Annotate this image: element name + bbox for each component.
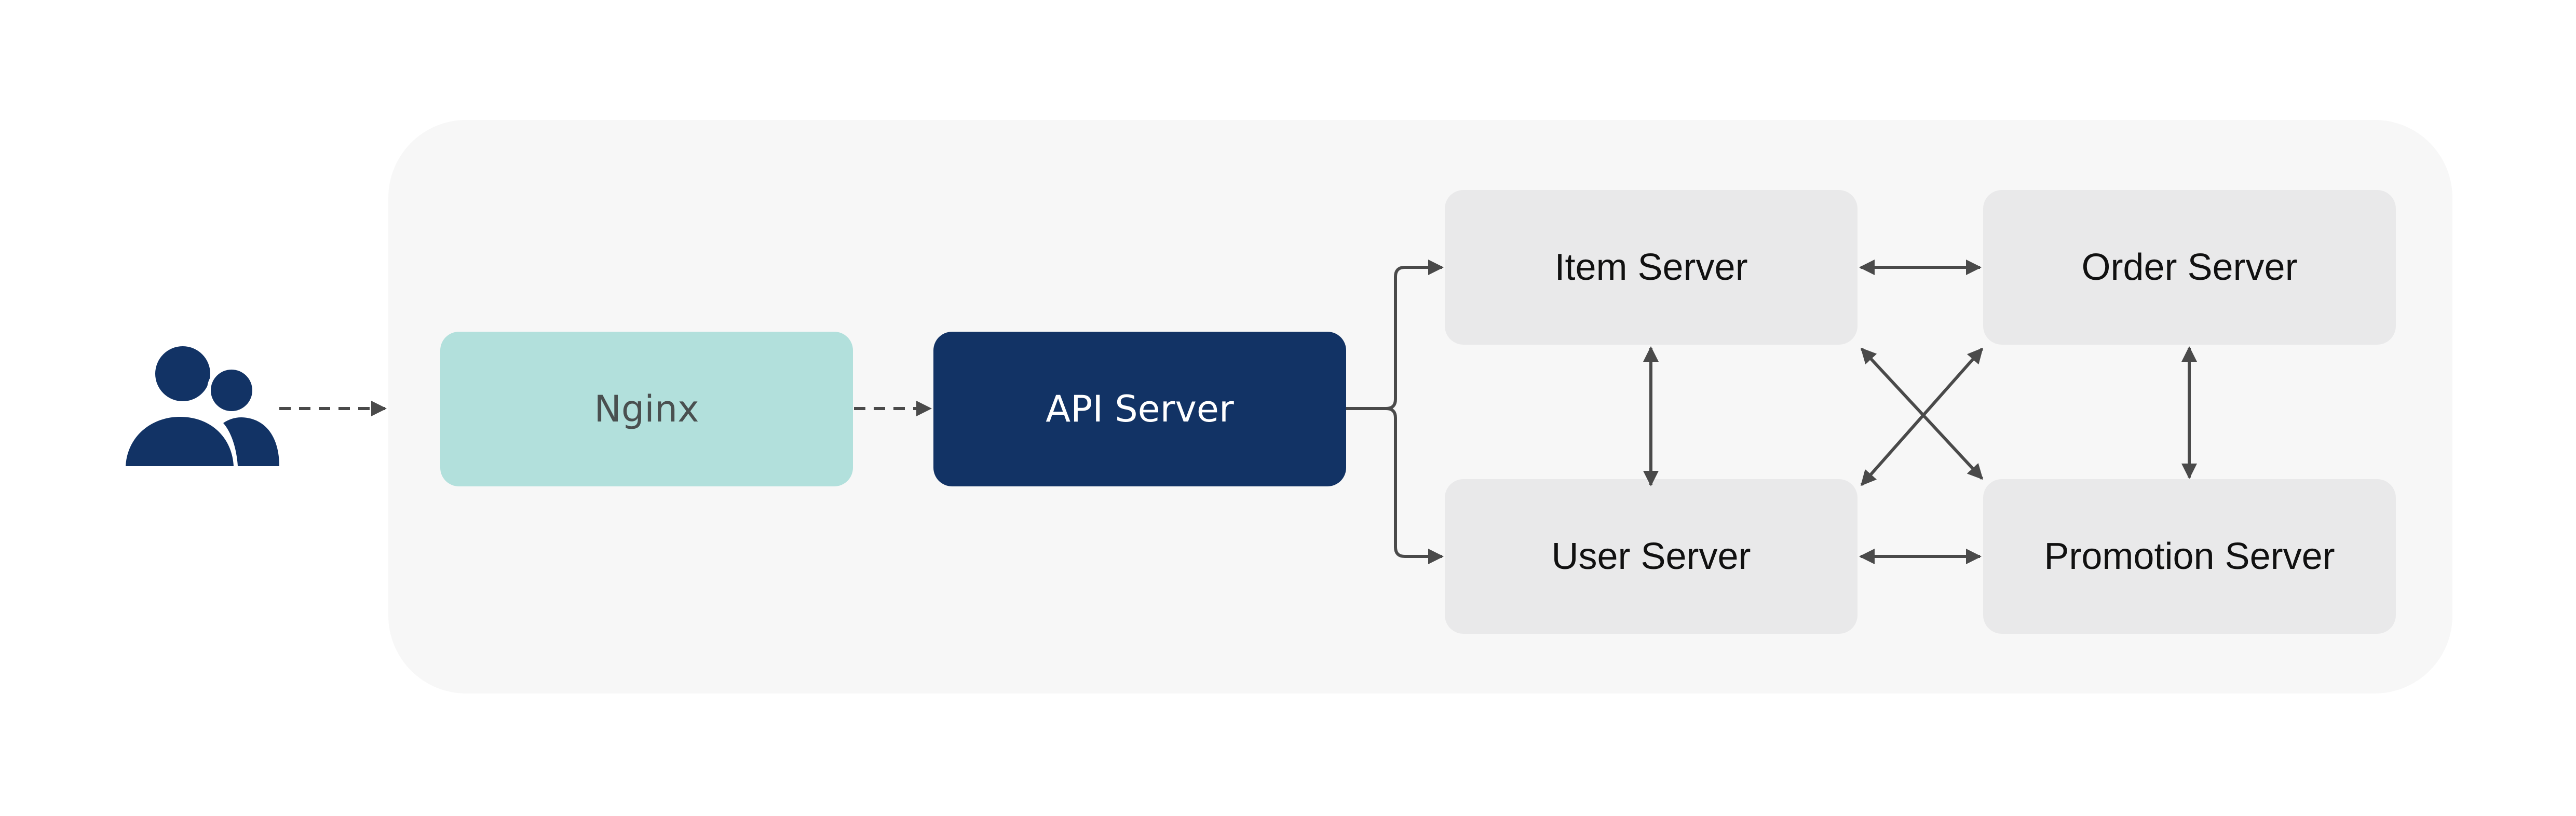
promotion-server-node: Promotion Server [1983, 479, 2396, 634]
item-server-node: Item Server [1445, 190, 1858, 345]
user-server-node: User Server [1445, 479, 1858, 634]
users-icon [126, 346, 279, 466]
user-body-back [223, 417, 279, 466]
order-server-label: Order Server [2081, 247, 2298, 288]
nginx-label: Nginx [594, 388, 699, 430]
api-server-label: API Server [1046, 388, 1234, 430]
user-server-label: User Server [1551, 536, 1751, 577]
nginx-node: Nginx [440, 332, 853, 486]
api-server-node: API Server [933, 332, 1346, 486]
user-body-front [126, 417, 234, 466]
user-head-front [155, 346, 210, 401]
item-server-label: Item Server [1554, 247, 1748, 288]
promotion-server-label: Promotion Server [2044, 536, 2335, 577]
user-head-back [211, 370, 252, 411]
order-server-node: Order Server [1983, 190, 2396, 345]
